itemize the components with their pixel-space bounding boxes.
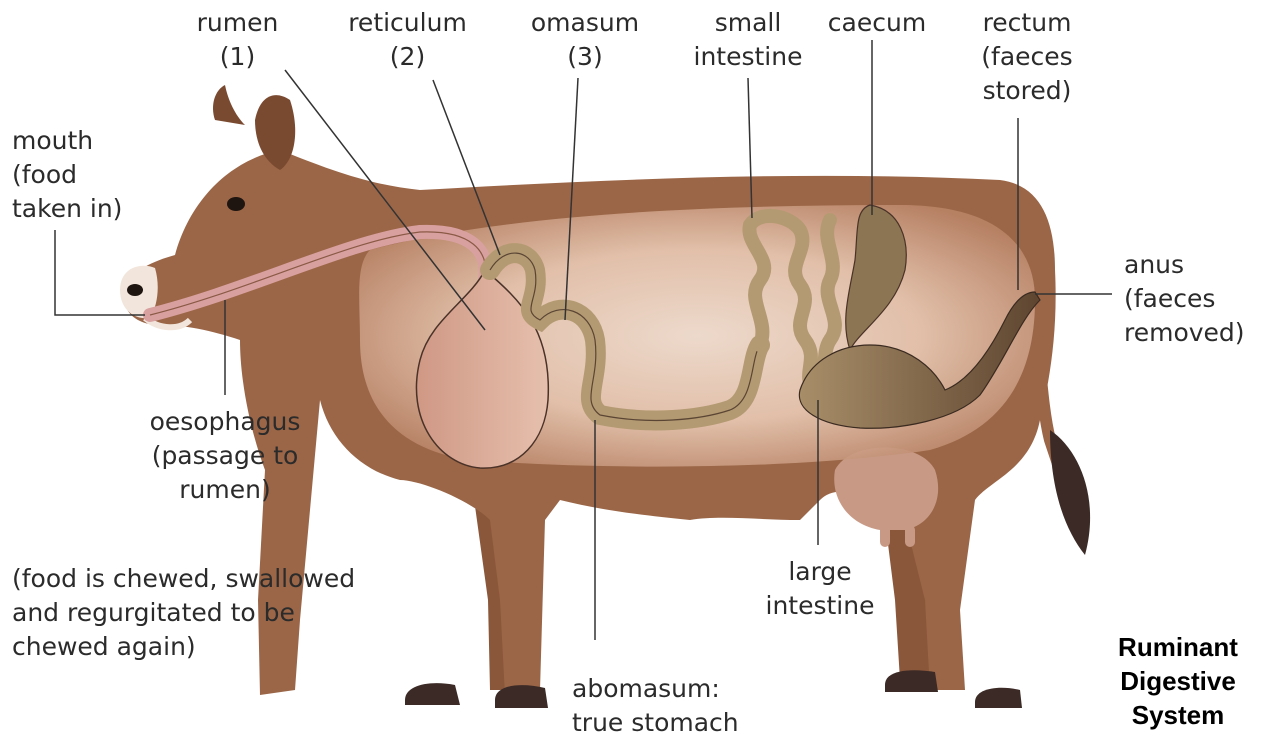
nostril xyxy=(127,284,143,296)
label-rectum: rectum (faeces stored) xyxy=(972,6,1082,108)
diagram-title: Ruminant Digestive System xyxy=(1098,630,1258,732)
hoof xyxy=(405,683,460,705)
teat xyxy=(880,525,890,547)
label-anus: anus (faeces removed) xyxy=(1124,248,1259,350)
label-large-intestine: large intestine xyxy=(745,555,895,623)
label-chewing-note: (food is chewed, swallowed and regurgita… xyxy=(12,562,412,664)
label-omasum: omasum (3) xyxy=(515,6,655,74)
label-rumen: rumen (1) xyxy=(190,6,285,74)
udder xyxy=(834,448,938,531)
label-reticulum: reticulum (2) xyxy=(335,6,480,74)
label-mouth: mouth (food taken in) xyxy=(12,124,152,226)
hoof xyxy=(975,688,1022,708)
label-small-intestine: small intestine xyxy=(678,6,818,74)
eye xyxy=(227,197,245,211)
tail-tuft xyxy=(1050,430,1090,555)
label-abomasum: abomasum: true stomach xyxy=(572,672,772,740)
teat xyxy=(905,525,915,547)
label-caecum: caecum xyxy=(822,6,932,40)
label-oesophagus: oesophagus (passage to rumen) xyxy=(125,405,325,507)
horn xyxy=(213,85,245,125)
hoof xyxy=(885,670,938,692)
